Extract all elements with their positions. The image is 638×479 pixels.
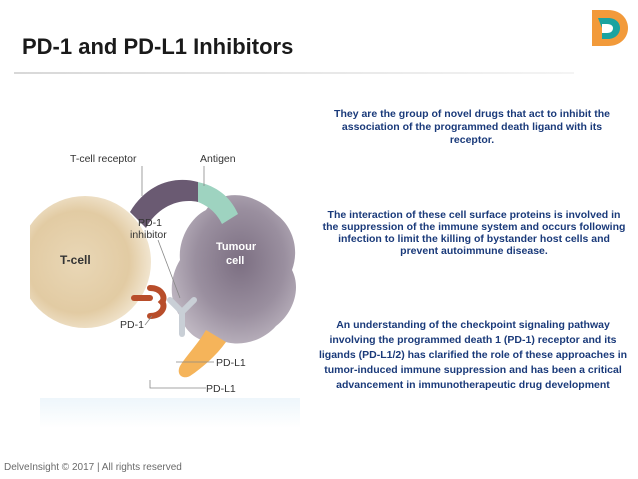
antigen-shape [198, 182, 238, 224]
label-tcell-receptor: T-cell receptor [70, 153, 137, 165]
label-tumour-line1: Tumour [216, 241, 257, 253]
label-pd1-inhibitor-line1: PD-1 [138, 217, 162, 229]
label-pdl1-lower: PD-L1 [206, 383, 236, 395]
pdl1-ligand-shape [178, 330, 226, 378]
tcell-shape [30, 196, 151, 328]
label-tcell: T-cell [60, 253, 91, 267]
title-divider [14, 72, 574, 74]
label-antigen: Antigen [200, 153, 236, 165]
label-pd1-inhibitor-line2: inhibitor [130, 229, 167, 241]
paragraph-definition: They are the group of novel drugs that a… [334, 108, 610, 146]
footer-copyright: DelveInsight © 2017 | All rights reserve… [4, 462, 182, 473]
label-tumour-line2: cell [226, 255, 244, 267]
floor-shadow [40, 398, 300, 428]
tcell-receptor-shape [130, 179, 198, 228]
paragraph-checkpoint: An understanding of the checkpoint signa… [318, 319, 628, 391]
tumour-cell-shape [171, 195, 297, 344]
paragraph-interaction: The interaction of these cell surface pr… [322, 209, 626, 257]
delveinsight-logo-icon [592, 10, 628, 46]
label-pd1: PD-1 [120, 319, 144, 331]
pd1-pdl1-diagram: T-cell receptor Antigen PD-1 inhibitor T… [30, 153, 300, 428]
label-pdl1-upper: PD-L1 [216, 357, 246, 369]
slide-title: PD-1 and PD-L1 Inhibitors [22, 34, 294, 59]
pd1-inhibitor-antibody [167, 297, 197, 337]
label-leader-lines [141, 166, 214, 389]
pd1-receptor-shape [131, 285, 167, 319]
